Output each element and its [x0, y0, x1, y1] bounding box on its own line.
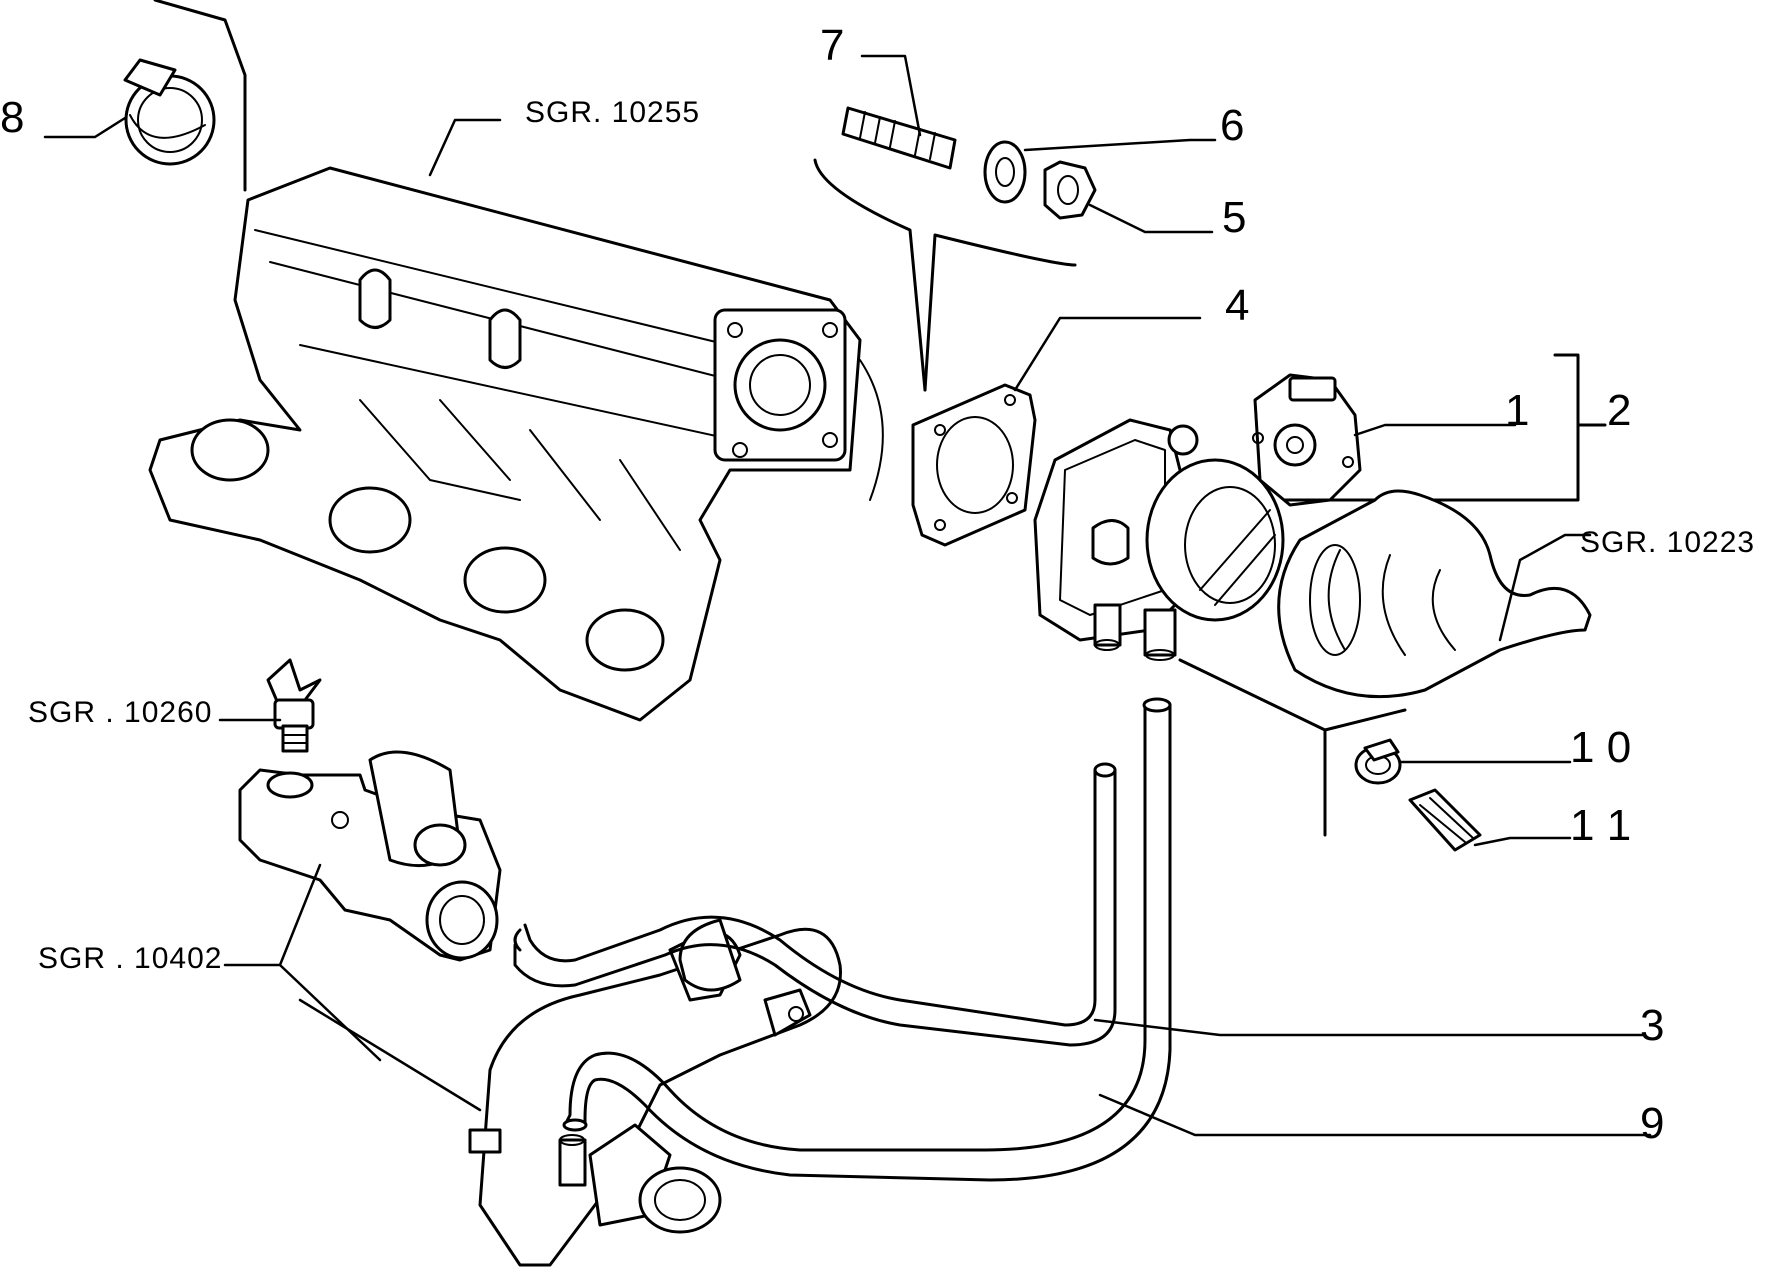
bracket-right [923, 233, 1077, 392]
water-pipe [468, 918, 842, 1267]
leader-3 [1093, 1018, 1647, 1037]
label-1: 1 [1505, 386, 1529, 435]
label-5: 5 [1222, 193, 1246, 242]
part-6-washer [983, 140, 1027, 204]
part-10-small-clamp [1354, 738, 1402, 785]
part-8-hose-clamp [123, 58, 216, 166]
part-7-stud [841, 106, 957, 170]
intake-manifold [148, 166, 884, 722]
part-9-hose [562, 697, 1172, 1182]
label-2: 2 [1607, 386, 1631, 435]
part-1-throttle-sensor [1252, 373, 1362, 507]
leader-11 [1473, 836, 1572, 847]
label-8: 8 [0, 93, 24, 142]
part-5-nut [1043, 160, 1097, 220]
leader-5 [1088, 203, 1214, 234]
ref-air-duct: SGR. 10223 [1580, 526, 1755, 559]
ref-thermostat: SGR . 10402 [38, 942, 222, 975]
leader-intake-manifold [428, 118, 502, 177]
leader-thermostat [223, 863, 382, 1062]
ref-intake-manifold: SGR. 10255 [525, 96, 700, 129]
leader-1 [1353, 423, 1517, 437]
temp-sensor [266, 658, 322, 753]
throttle-body [1033, 418, 1285, 661]
leader-4 [1013, 316, 1202, 392]
air-duct [1277, 489, 1592, 699]
ref-temp-sensor: SGR . 10260 [28, 696, 212, 729]
thermostat-housing [238, 750, 502, 962]
label-11: 1 1 [1570, 801, 1631, 850]
leader-8 [43, 116, 127, 139]
bracket-10-11 [1178, 658, 1407, 837]
part-11-filter [1408, 788, 1482, 852]
leader-air-duct [1498, 533, 1592, 642]
leader-6 [1023, 138, 1217, 152]
label-6: 6 [1220, 101, 1244, 150]
label-4: 4 [1225, 281, 1249, 330]
leader-9 [1098, 1093, 1652, 1137]
leader-offpage [153, 0, 247, 192]
label-10: 1 0 [1570, 723, 1631, 772]
label-9: 9 [1640, 1099, 1664, 1148]
part-4-gasket [911, 383, 1037, 547]
part-3-hose [513, 762, 1117, 1047]
leader-pipe [298, 998, 482, 1112]
bracket-left [813, 158, 927, 392]
label-7: 7 [820, 21, 844, 70]
label-3: 3 [1640, 1001, 1664, 1050]
leader-7 [860, 54, 922, 137]
